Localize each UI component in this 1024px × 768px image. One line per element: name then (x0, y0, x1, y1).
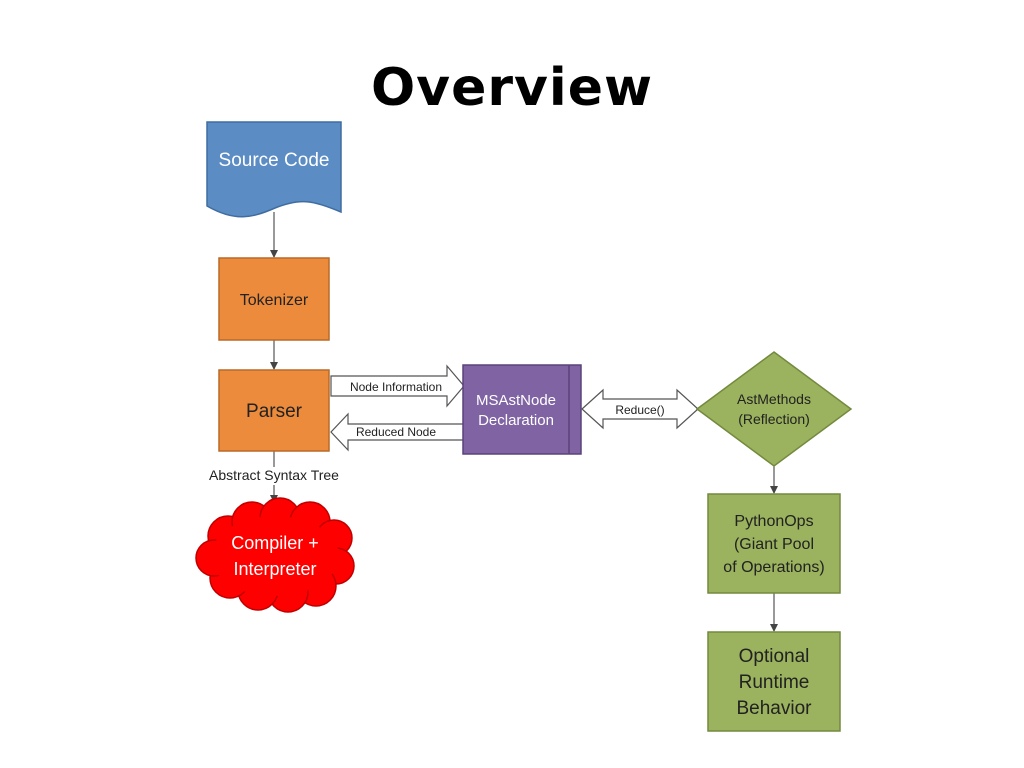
astmethods-label-line1: AstMethods (737, 391, 811, 407)
compiler-cloud-core (211, 516, 339, 596)
reduced-node-label: Reduced Node (356, 425, 436, 439)
optional-label-line3: Behavior (737, 698, 813, 719)
astmethods-label-line2: (Reflection) (738, 411, 810, 427)
pythonops-label-line2: (Giant Pool (734, 536, 814, 553)
pythonops-label-line3: of Operations) (723, 559, 824, 576)
node-msastnode-declaration: MSAstNode Declaration (462, 364, 582, 455)
optional-label-line1: Optional (739, 646, 810, 667)
node-information-label: Node Information (350, 380, 442, 394)
source-code-label: Source Code (219, 150, 330, 171)
edge-reduce: Reduce() (581, 388, 699, 430)
node-tokenizer: Tokenizer (218, 257, 330, 341)
reduce-label: Reduce() (615, 403, 664, 417)
pythonops-label-line1: PythonOps (734, 513, 813, 530)
slide-title: Overview (370, 58, 654, 118)
astmethods-diamond (695, 351, 853, 467)
msastnode-box (462, 364, 582, 455)
node-compiler-interpreter: Compiler + Interpreter (195, 497, 355, 613)
ast-edge-label: Abstract Syntax Tree (209, 467, 339, 483)
reduced-node-arrow (330, 412, 465, 452)
compiler-label-line1: Compiler + (231, 533, 319, 553)
source-code-shape (206, 121, 342, 218)
pythonops-box (707, 493, 841, 594)
edge-reduced-node: Reduced Node (330, 412, 465, 452)
optional-label-line2: Runtime (739, 672, 810, 693)
node-information-arrow (330, 364, 465, 408)
edge-node-information: Node Information (330, 364, 465, 408)
compiler-label-line2: Interpreter (233, 559, 316, 579)
node-pythonops: PythonOps (Giant Pool of Operations) (707, 493, 841, 594)
msastnode-label-line2: Declaration (478, 412, 554, 429)
node-parser: Parser (218, 369, 330, 452)
node-source-code: Source Code (206, 121, 342, 218)
node-optional-runtime-behavior: Optional Runtime Behavior (707, 631, 841, 732)
node-astmethods: AstMethods (Reflection) (695, 351, 853, 467)
parser-label: Parser (246, 401, 303, 422)
parser-box (218, 369, 330, 452)
tokenizer-box (218, 257, 330, 341)
msastnode-label-line1: MSAstNode (476, 392, 556, 409)
optional-box (707, 631, 841, 732)
tokenizer-label: Tokenizer (240, 292, 309, 309)
